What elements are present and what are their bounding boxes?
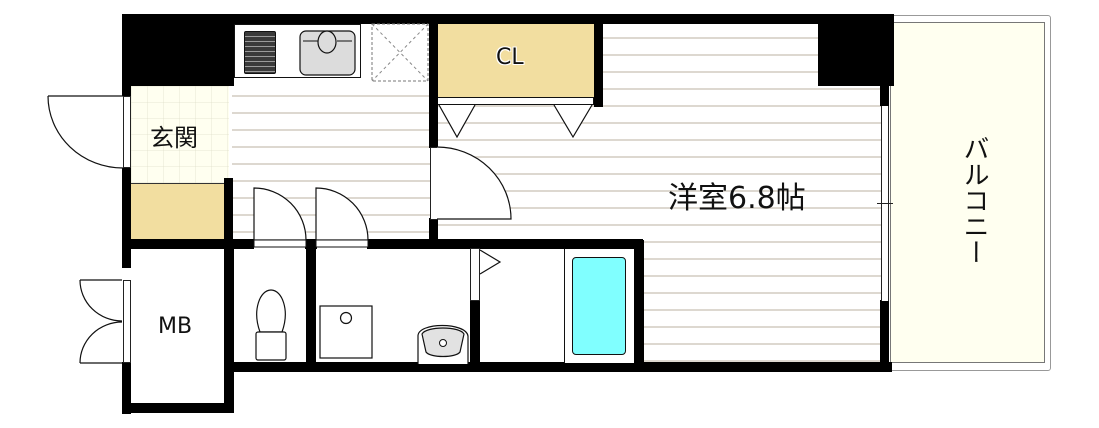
front-door-swing-icon[interactable]	[47, 95, 124, 170]
wall-block-top-left	[122, 14, 234, 86]
wall-kitchen-room-upper	[429, 14, 438, 148]
closet-folding-door-icon	[438, 104, 593, 139]
balcony-window-mark	[877, 203, 893, 204]
wall-bottom	[224, 362, 892, 372]
bath-door-frame	[470, 248, 480, 301]
wall-entrance-right	[224, 178, 233, 242]
mb-double-door-icon[interactable]	[79, 279, 124, 364]
balcony-floor	[890, 22, 1045, 363]
washroom-door-swing-icon[interactable]	[315, 187, 372, 250]
entrance	[131, 86, 229, 184]
wall-bath-divider-lower	[470, 300, 480, 372]
wall-closet-right	[594, 14, 603, 107]
wall-mb-bottom	[122, 403, 234, 413]
wall-left-upper	[122, 84, 131, 96]
fridge-space-icon	[371, 23, 429, 82]
bathtub-icon	[572, 257, 626, 355]
closet-door-track	[437, 97, 594, 105]
wall-right-upper	[880, 84, 889, 106]
washing-machine-space-icon	[319, 305, 373, 359]
gas-stove-icon	[244, 31, 276, 74]
wall-right-lower	[880, 300, 889, 372]
meter-box-label: MB	[158, 314, 193, 339]
wall-bath-divider-top	[470, 240, 480, 250]
wall-bottom-row-top	[122, 239, 254, 249]
wall-block-top-right	[818, 14, 894, 86]
bath-folding-door-icon[interactable]	[479, 248, 504, 278]
wall-bath-right	[634, 240, 644, 372]
wall-left-mid	[122, 168, 131, 268]
balcony-label: バルコニー	[959, 135, 989, 265]
sink-icon	[299, 30, 356, 76]
western-room-label: 洋室6.8帖	[668, 181, 806, 216]
closet-label: CL	[496, 45, 524, 70]
wash-basin-icon	[417, 325, 469, 364]
meter-box-room	[131, 248, 226, 404]
toilet-door-swing-icon[interactable]	[253, 187, 310, 250]
entrance-label: 玄関	[150, 124, 198, 152]
front-door-frame	[123, 96, 131, 168]
wall-bottom-row-top-3	[367, 239, 643, 249]
wall-mb-right	[224, 240, 234, 413]
wall-toilet-divider	[306, 240, 316, 372]
room-door-swing-icon[interactable]	[436, 146, 513, 221]
mb-door-frame	[123, 280, 131, 363]
closet	[437, 22, 594, 97]
wall-top	[122, 14, 894, 24]
wall-left-lower	[122, 362, 131, 414]
toilet-icon	[255, 289, 287, 361]
shoe-storage	[131, 183, 225, 240]
wall-kitchen-room-lower	[429, 218, 438, 248]
